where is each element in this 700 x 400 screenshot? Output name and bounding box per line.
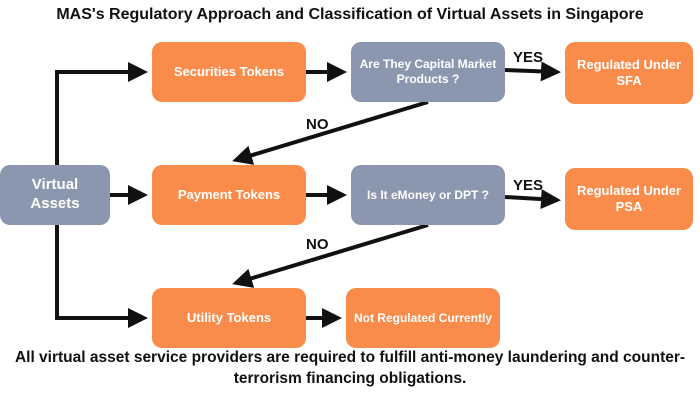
regulated-psa-label: Regulated Under PSA (576, 182, 681, 214)
not-regulated-label: Not Regulated Currently (353, 310, 492, 325)
capital-market-question-node: Are They Capital Market Products ? (351, 42, 505, 102)
arrow-no-to-utility (232, 223, 429, 288)
regulated-psa-node: Regulated Under PSA (565, 168, 693, 230)
securities-tokens-node: Securities Tokens (152, 42, 306, 102)
yes-label-mid: YES (513, 177, 544, 194)
diagram-title: MAS's Regulatory Approach and Classifica… (56, 6, 644, 23)
arrow-yes-to-sfa (504, 61, 561, 82)
yes-label-top: YES (513, 49, 544, 66)
virtual-assets-label: Virtual Assets (30, 176, 80, 212)
virtual-assets-node: Virtual Assets (0, 165, 110, 225)
emoney-question-label: Is It eMoney or DPT ? (366, 187, 489, 202)
no-label-mid: NO (306, 236, 329, 253)
no-label-top: NO (306, 116, 329, 133)
utility-tokens-node: Utility Tokens (152, 288, 306, 348)
arrow-no-to-payment (232, 100, 429, 165)
not-regulated-node: Not Regulated Currently (346, 288, 500, 348)
compliance-footer-note: All virtual asset service providers are … (14, 349, 686, 387)
securities-tokens-label: Securities Tokens (173, 63, 285, 79)
payment-tokens-label: Payment Tokens (177, 186, 281, 202)
emoney-question-node: Is It eMoney or DPT ? (351, 165, 505, 225)
regulated-sfa-node: Regulated Under SFA (565, 42, 693, 104)
utility-tokens-label: Utility Tokens (186, 309, 272, 325)
regulated-sfa-label: Regulated Under SFA (576, 56, 681, 88)
payment-tokens-node: Payment Tokens (152, 165, 306, 225)
arrow-yes-to-psa (504, 189, 561, 210)
capital-market-question-label: Are They Capital Market Products ? (359, 57, 497, 86)
